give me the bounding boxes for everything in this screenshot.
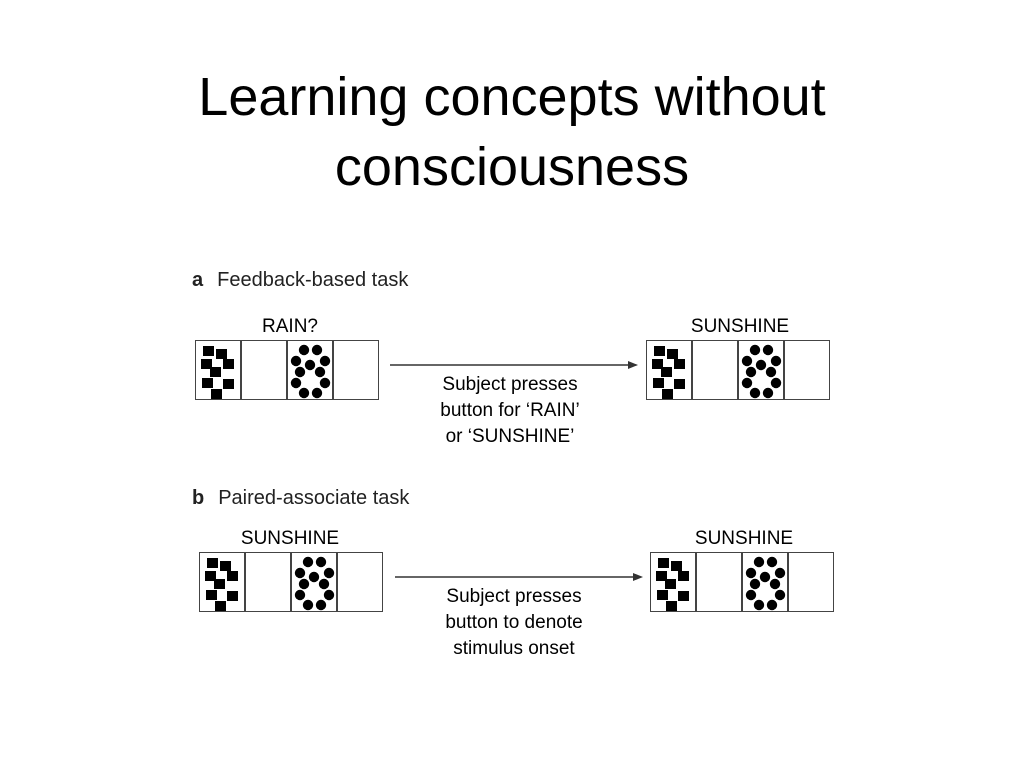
circles-card — [291, 552, 337, 612]
panel-b-left-cards — [199, 552, 383, 612]
squares-card — [650, 552, 696, 612]
panel-a-letter: a — [192, 269, 204, 291]
panel-a-arrow — [390, 361, 638, 369]
panel-a-label: a Feedback-based task — [192, 269, 408, 292]
circles-card — [742, 552, 788, 612]
panel-a-right-label: SUNSHINE — [690, 316, 790, 337]
panel-b-title: Paired-associate task — [218, 487, 410, 509]
panel-a-desc-line-2: button for ‘RAIN’ — [440, 400, 580, 421]
blank-card — [692, 340, 738, 400]
slide-title: Learning concepts without consciousness — [0, 62, 1024, 202]
title-line-2: consciousness — [334, 137, 690, 197]
panel-a-desc-line-1: Subject presses — [442, 374, 578, 395]
panel-a-left-cards — [195, 340, 379, 400]
blank-card — [784, 340, 830, 400]
panel-a-left-label: RAIN? — [262, 316, 318, 337]
squares-card — [199, 552, 245, 612]
panel-a-desc-line-3: or ‘SUNSHINE’ — [445, 426, 575, 447]
panel-b-arrow — [395, 573, 643, 581]
circles-card — [287, 340, 333, 400]
circles-card — [738, 340, 784, 400]
panel-b-right-cards — [650, 552, 834, 612]
panel-a-title: Feedback-based task — [217, 269, 409, 291]
panel-a-description: Subject presses button for ‘RAIN’ or ‘SU… — [400, 372, 620, 450]
panel-b-left-label: SUNSHINE — [240, 528, 340, 549]
panel-b-desc-line-1: Subject presses — [446, 586, 582, 607]
blank-card — [245, 552, 291, 612]
squares-card — [195, 340, 241, 400]
blank-card — [333, 340, 379, 400]
blank-card — [241, 340, 287, 400]
panel-b-desc-line-2: button to denote — [445, 612, 583, 633]
panel-b-right-label: SUNSHINE — [694, 528, 794, 549]
title-line-1: Learning concepts without — [198, 67, 826, 127]
blank-card — [788, 552, 834, 612]
panel-a-right-cards — [646, 340, 830, 400]
panel-b-label: b Paired-associate task — [192, 487, 409, 510]
panel-b-desc-line-3: stimulus onset — [453, 638, 575, 659]
blank-card — [696, 552, 742, 612]
panel-b-description: Subject presses button to denote stimulu… — [404, 584, 624, 662]
blank-card — [337, 552, 383, 612]
squares-card — [646, 340, 692, 400]
panel-b-letter: b — [192, 487, 205, 509]
